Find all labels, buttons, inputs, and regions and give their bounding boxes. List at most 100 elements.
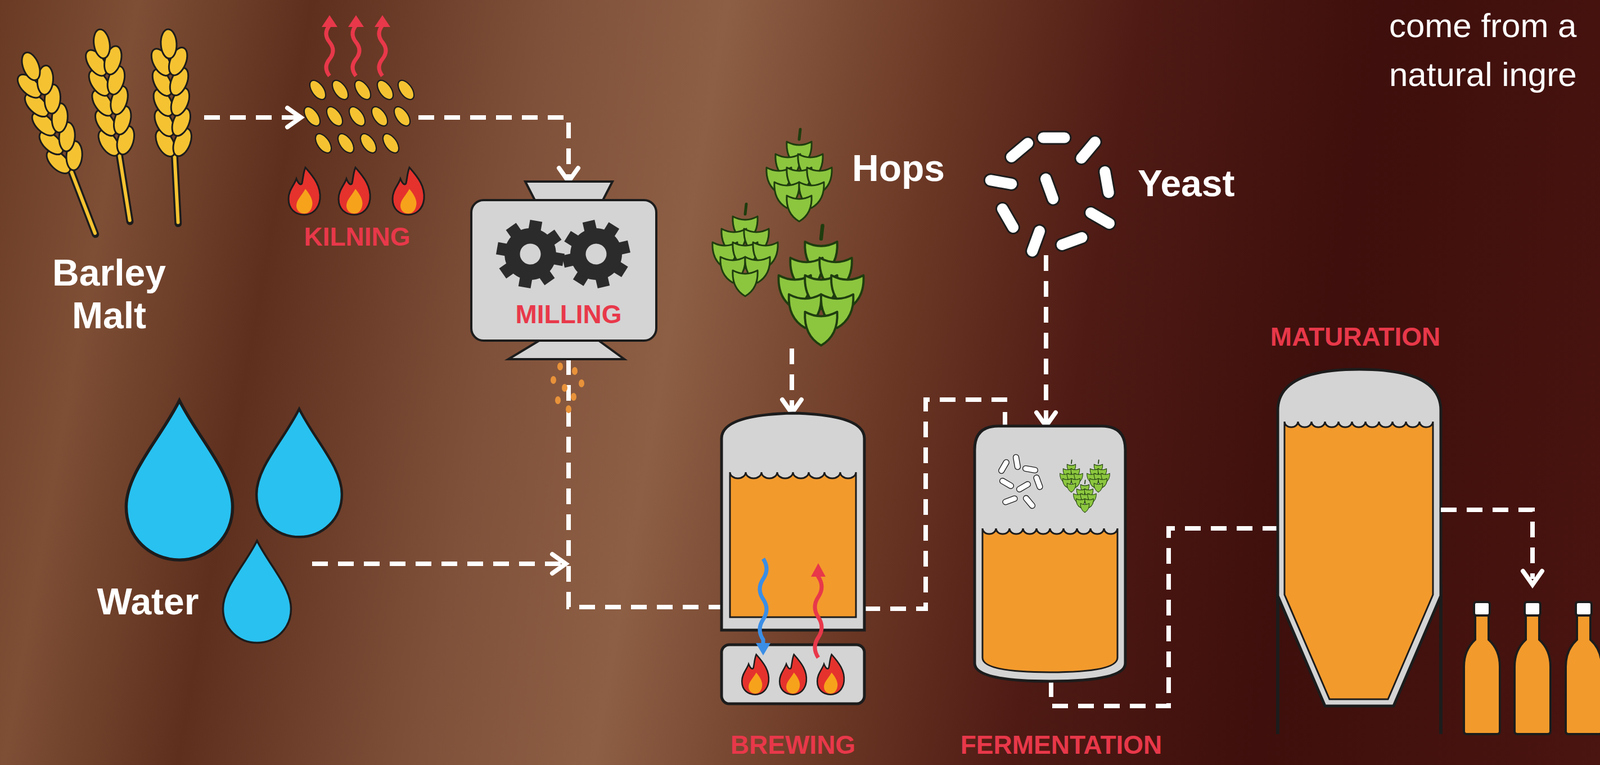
barley-stalks	[5, 25, 201, 242]
beer-bottle	[1565, 602, 1600, 735]
particle	[565, 405, 572, 414]
water-drop	[256, 409, 342, 538]
particle	[555, 396, 561, 405]
yeast-cell	[1002, 495, 1019, 507]
grain	[334, 131, 358, 156]
flame	[392, 167, 425, 215]
heat-arrow-head	[374, 15, 391, 27]
grain	[345, 104, 369, 129]
yeast-cell	[1037, 131, 1071, 144]
mill-machine	[471, 181, 657, 360]
flow-connector	[1036, 255, 1056, 427]
grain	[357, 131, 380, 156]
particle	[550, 376, 557, 385]
dashed-flow-line	[204, 115, 301, 120]
grain	[379, 131, 403, 156]
ingredient-label: Yeast	[1137, 162, 1284, 206]
hop-cone	[778, 225, 864, 346]
beer-liquid	[1284, 421, 1433, 700]
arrow-head	[287, 107, 301, 128]
grain	[300, 104, 324, 129]
tank-leg	[1276, 584, 1280, 735]
maturation-tank	[1277, 369, 1441, 735]
heat-flow-head	[810, 563, 826, 578]
gear	[490, 214, 570, 294]
particle	[578, 379, 585, 388]
hop-cone	[766, 129, 832, 222]
cool-flow-arrow	[759, 559, 767, 646]
ingredient-node: Yeast	[987, 127, 1121, 256]
particle	[557, 362, 563, 371]
yeast-cell	[1033, 474, 1044, 491]
grain	[368, 104, 391, 129]
beer-bottle	[1514, 602, 1551, 735]
bottling-flow	[1440, 510, 1600, 735]
yeast-cell	[1053, 229, 1090, 253]
ingredient-label: Water	[80, 580, 216, 624]
step-label: KILNING	[244, 222, 470, 252]
grain	[373, 77, 397, 103]
grain	[312, 131, 335, 156]
yeast-cell	[1022, 465, 1039, 474]
dashed-flow-line	[789, 348, 795, 414]
flow-connector	[782, 348, 802, 414]
brew-kettle	[721, 413, 865, 705]
wort-liquid	[729, 472, 856, 618]
kiln-heat-arrows	[321, 15, 391, 76]
yeast-cell	[997, 458, 1011, 475]
heat-flow-arrow	[814, 575, 822, 658]
heat-arrow	[379, 23, 386, 76]
fermentation-tank	[974, 426, 1126, 682]
beer-liquid	[982, 528, 1118, 673]
flame	[779, 654, 807, 695]
yeast-cell	[1002, 134, 1037, 166]
milled-grain-particles	[550, 362, 585, 414]
flame	[741, 654, 769, 695]
heat-arrow	[326, 23, 333, 76]
arrow-head	[1522, 571, 1543, 585]
heat-arrow	[352, 23, 360, 76]
particle	[570, 393, 577, 401]
grain	[306, 77, 329, 103]
dashed-flow-line	[312, 564, 722, 608]
tank-body	[1277, 369, 1441, 707]
particle	[571, 367, 578, 376]
yeast-cell	[1082, 204, 1119, 232]
yeast-cell	[1097, 164, 1116, 201]
hop-cones	[712, 129, 864, 346]
dashed-flow-line	[1043, 255, 1049, 427]
yeast-cells	[983, 131, 1119, 260]
tank-node: FERMENTATION	[974, 426, 1126, 682]
dashed-flow-line	[1440, 510, 1533, 580]
arrow-head	[559, 168, 579, 182]
kiln-grains	[300, 77, 418, 156]
kiln-flames	[288, 167, 425, 215]
flow-connector	[312, 554, 722, 608]
step-label: FERMENTATION	[920, 730, 1202, 761]
flow-connector	[418, 117, 579, 182]
yeast-cell	[1037, 170, 1061, 207]
ingredient-node: Barley Malt	[10, 35, 205, 245]
process-node: KILNING	[300, 76, 419, 164]
heat-arrow-head	[321, 15, 338, 27]
water-drop	[223, 541, 292, 644]
arrow-head	[552, 554, 566, 574]
yeast-cell	[983, 173, 1020, 192]
grain	[328, 77, 352, 103]
ingredient-node: Water	[127, 393, 313, 644]
tank-node: BREWING	[721, 413, 865, 631]
note-text: come from a natural ingre	[1389, 1, 1599, 99]
flame	[338, 167, 371, 215]
heat-arrow-head	[348, 15, 364, 27]
step-label: MILLING	[456, 299, 682, 330]
barley-ear	[146, 28, 200, 225]
flame	[817, 654, 845, 695]
grain	[394, 77, 418, 103]
hop-cone	[1073, 480, 1097, 513]
flow-connector	[568, 359, 722, 608]
tank-node: MATURATION	[1277, 369, 1441, 707]
yeast-cell	[998, 477, 1015, 490]
ingredient-node: Hops	[711, 132, 853, 349]
